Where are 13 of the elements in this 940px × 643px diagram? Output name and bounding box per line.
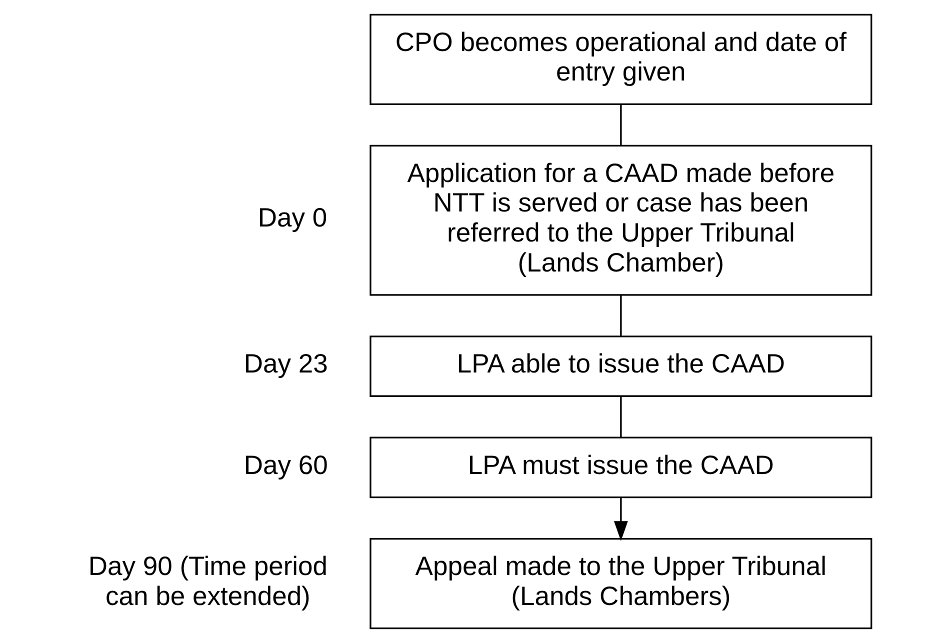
node-label: Day 0 xyxy=(258,202,328,233)
connector xyxy=(620,396,622,438)
node-box: CPO becomes operational and date of entry given xyxy=(370,14,872,106)
node-box: LPA able to issue the CAAD xyxy=(370,336,872,397)
node-box: LPA must issue the CAAD xyxy=(370,436,872,498)
node-label: Day 60 xyxy=(244,450,328,480)
arrow xyxy=(614,498,628,542)
node-label: Day 90 (Time period can be extended) xyxy=(88,550,328,611)
connector xyxy=(620,294,622,336)
node-box: Application for a CAAD made before NTT is served or case has been referred to the Upper Tribunal (Lands Chamber) xyxy=(370,144,872,296)
connector xyxy=(620,104,622,146)
node-label: Day 23 xyxy=(244,348,328,379)
node-box: Appeal made to the Upper Tribunal (Lands Chambers) xyxy=(370,538,872,630)
